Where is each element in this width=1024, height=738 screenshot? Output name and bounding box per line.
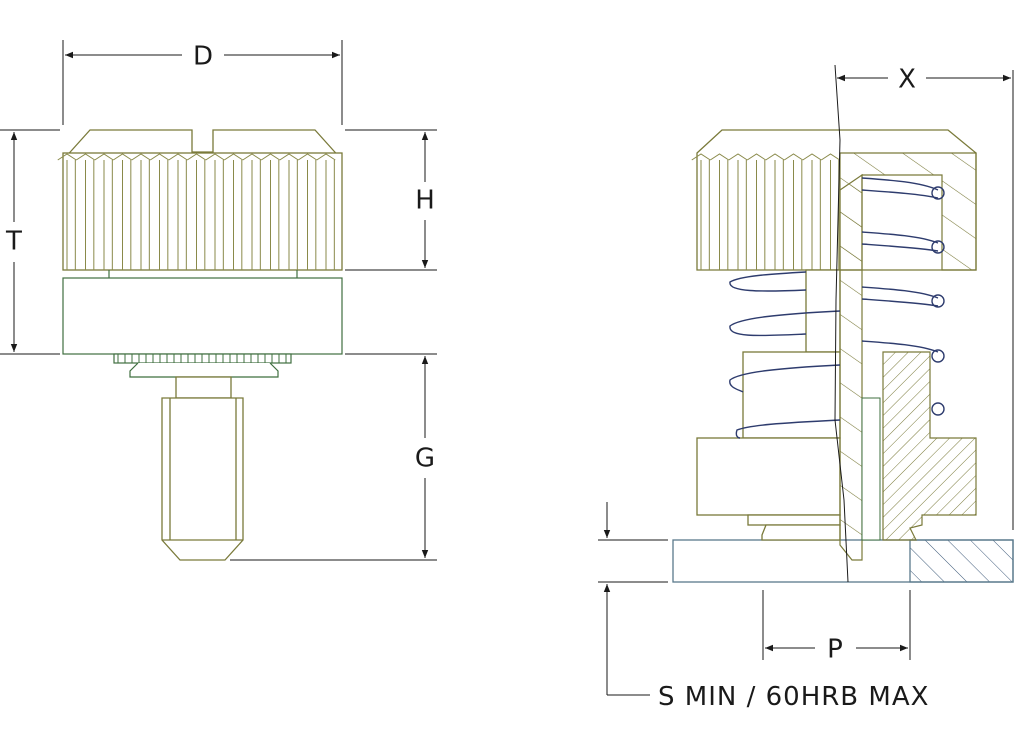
knurl-tooth [279,153,299,161]
knurl-tooth [57,153,77,161]
knurl-tooth [746,153,767,161]
dimension-x: X [837,65,1014,530]
knurl-tooth [242,153,262,161]
cap-section [696,129,977,271]
knurl-tooth [112,153,133,161]
knurled-cap [62,152,343,271]
dimension-label-x: X [898,65,916,95]
body-lower [696,437,841,516]
knurl-tooth [75,153,96,161]
knurl-tooth [205,153,225,161]
section-view [672,64,1014,583]
knurl-tooth [820,153,841,161]
dimension-s: S MIN / 60HRB MAX [598,502,929,712]
spring [729,177,945,439]
dimension-d: D [62,40,343,125]
knurl-tooth [802,153,822,161]
flange [761,524,841,541]
knurl-tooth [94,153,114,161]
screw-shank-section [839,173,863,561]
dimension-label-d: D [193,42,213,72]
dimension-label-t: T [5,227,22,257]
dimension-label-g: G [415,444,435,474]
knurl-lines [691,153,841,270]
flange [129,362,279,378]
receptacle-body [62,277,343,355]
screw-neck [175,376,232,399]
dimension-g: G [230,353,437,561]
knurl-tooth [691,153,711,161]
knurl-tooth [260,153,281,161]
knurl-ring [747,514,841,526]
screw-sleeve [861,397,881,541]
side-view [57,129,343,561]
knurl-tooth [186,153,207,161]
knurl-tooth [131,153,151,161]
knurl-tooth [316,153,336,161]
housing-section [882,351,977,541]
dimension-t: T [0,129,60,355]
knurl-tooth [223,153,244,161]
knurl-ring-lines [117,354,287,363]
thickness-note: S MIN / 60HRB MAX [658,682,929,712]
knurl-tooth [728,153,748,161]
knurl-tooth [297,153,318,161]
dimension-label-h: H [415,186,435,216]
knurl-tooth [149,153,170,161]
knurl-tooth [709,153,730,161]
dimension-p: P [762,590,911,665]
knurl-lines [57,153,336,270]
panel-section-hatch [909,539,1014,583]
dimension-label-p: P [827,635,843,665]
screw-shank [161,397,244,561]
dimension-h: H [345,129,437,271]
knurl-tooth [168,153,188,161]
knurl-tooth [765,153,785,161]
knurl-tooth [783,153,804,161]
section-cut-line [834,64,849,583]
